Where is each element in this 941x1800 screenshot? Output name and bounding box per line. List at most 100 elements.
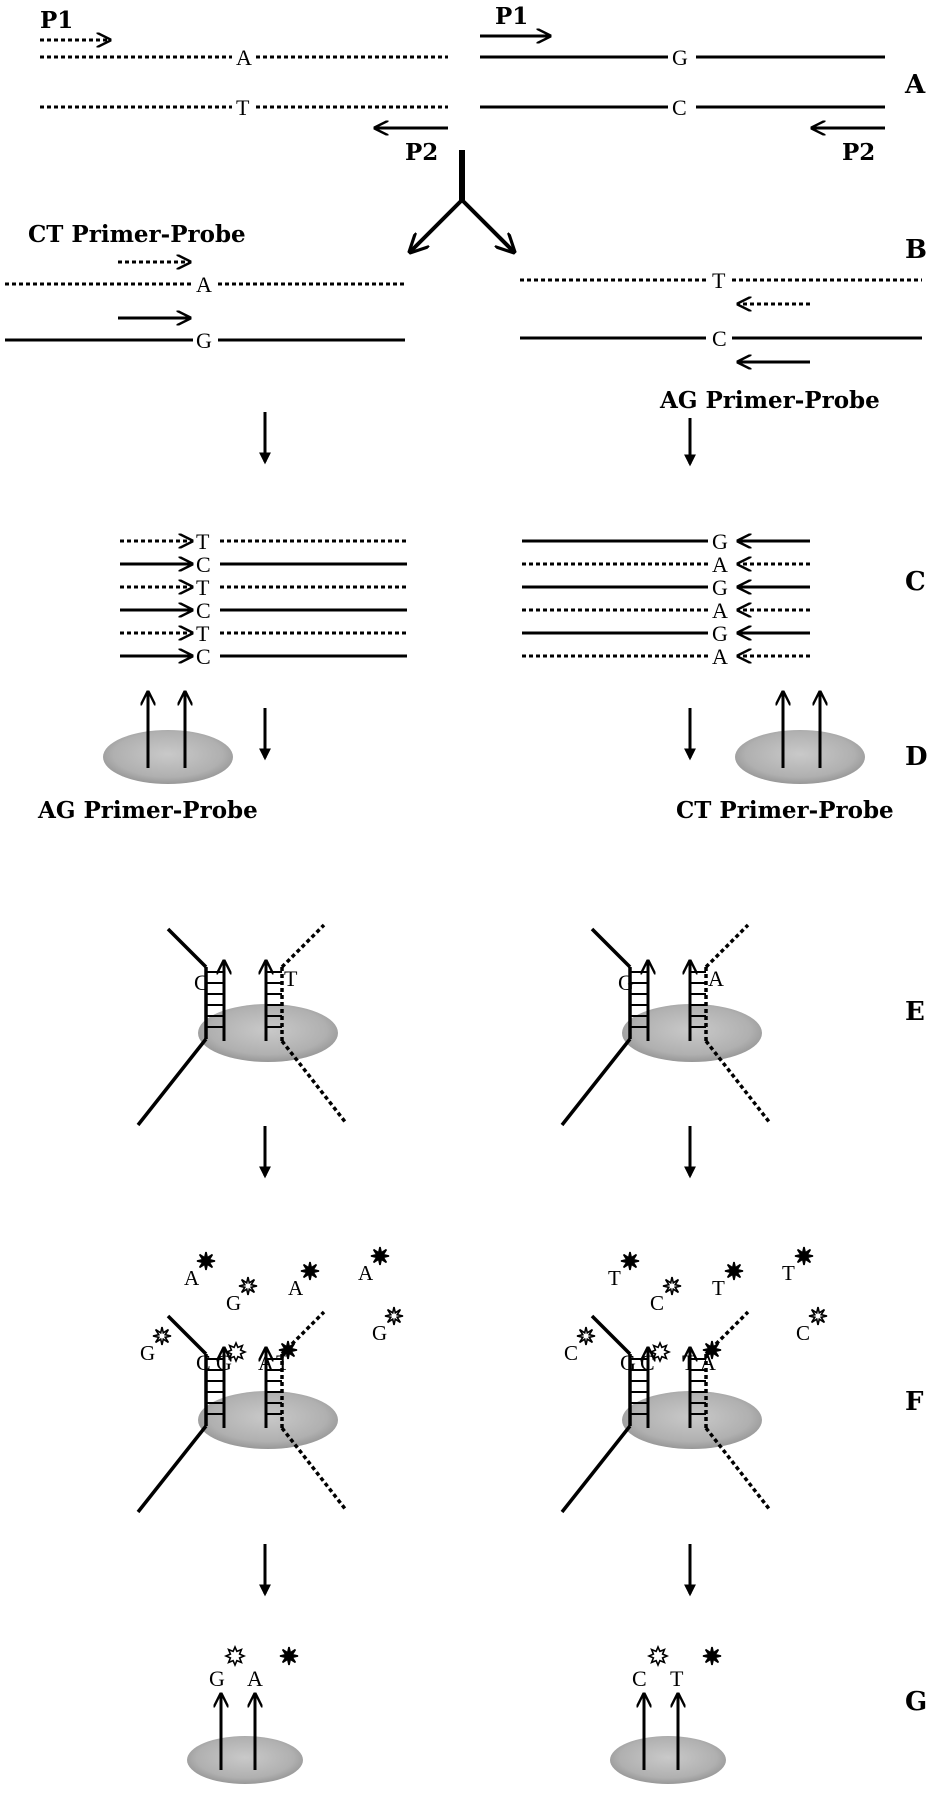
nucleotide: A xyxy=(236,45,252,70)
panel-label-a: A xyxy=(904,70,926,100)
nucleotide: A xyxy=(712,552,728,577)
incorporated-nucleotide: T xyxy=(670,1666,684,1691)
fluorescent-label-filled-icon xyxy=(620,1251,640,1271)
incorporated-nucleotide: C xyxy=(640,1350,655,1375)
nucleotide: T xyxy=(284,966,298,991)
panel-label-c: C xyxy=(905,567,926,597)
fluorescent-label-filled-icon xyxy=(278,1340,298,1360)
nucleotide: G xyxy=(712,621,728,646)
free-nucleotide: A xyxy=(358,1261,374,1285)
panel-label-d: D xyxy=(905,742,928,772)
fluorescent-label-filled-icon xyxy=(370,1246,390,1266)
nucleotide: A xyxy=(196,272,212,297)
fluorescent-label-open-icon xyxy=(238,1276,258,1296)
fluorescent-label-open-icon xyxy=(646,1644,670,1668)
template-strand xyxy=(166,927,208,969)
free-nucleotide: T xyxy=(782,1261,795,1285)
bead xyxy=(103,730,233,784)
p2-label: P2 xyxy=(842,139,875,166)
bead xyxy=(198,1391,338,1449)
incorporated-nucleotide: A xyxy=(247,1666,263,1691)
fluorescent-label-filled-icon xyxy=(196,1251,216,1271)
fluorescent-label-filled-icon xyxy=(794,1246,814,1266)
panel-label-b: B xyxy=(905,235,927,265)
template-strand xyxy=(136,1424,208,1514)
free-nucleotide: T xyxy=(712,1276,725,1300)
bead xyxy=(735,730,865,784)
incorporated-nucleotide: C xyxy=(632,1666,647,1691)
template-strand xyxy=(136,1037,208,1127)
template-strand xyxy=(166,1314,208,1356)
bead xyxy=(198,1004,338,1062)
template-strand xyxy=(280,1426,348,1512)
nucleotide: C xyxy=(196,598,211,623)
fluorescent-label-open-icon xyxy=(384,1306,404,1326)
panel-d: AG Primer-Probe CT Primer-Probe xyxy=(37,692,894,824)
free-nucleotide: G xyxy=(372,1321,387,1345)
fluorescent-label-filled-icon xyxy=(279,1646,299,1666)
nucleotide: A xyxy=(712,644,728,669)
free-nucleotide: C xyxy=(650,1291,664,1315)
nucleotide: C xyxy=(672,95,687,120)
template-strand xyxy=(590,1314,632,1356)
incorporated-nucleotide: T xyxy=(682,1350,696,1375)
panel-label-g: G xyxy=(905,1687,927,1717)
free-nucleotide: G xyxy=(226,1291,241,1315)
ag-primer-probe-label: AG Primer-Probe xyxy=(37,797,258,824)
split-arrow xyxy=(410,150,514,252)
nucleotide: G xyxy=(672,45,688,70)
incorporated-nucleotide: A xyxy=(258,1350,274,1375)
free-nucleotide: T xyxy=(608,1266,621,1290)
nucleotide: A xyxy=(712,598,728,623)
fluorescent-label-open-icon xyxy=(223,1644,247,1668)
template-strand xyxy=(704,923,750,969)
free-nucleotide: C xyxy=(564,1341,578,1365)
template-strand xyxy=(590,927,632,969)
p1-label: P1 xyxy=(495,3,528,30)
incorporated-nucleotide: C xyxy=(196,1350,211,1375)
ct-primer-probe-label: CT Primer-Probe xyxy=(676,797,894,824)
template-strand xyxy=(280,923,326,969)
fluorescent-label-filled-icon xyxy=(300,1261,320,1281)
incorporated-nucleotide: G xyxy=(620,1350,636,1375)
nucleotide: T xyxy=(196,575,210,600)
bead xyxy=(622,1391,762,1449)
fluorescent-label-filled-icon xyxy=(702,1646,722,1666)
nucleotide: C xyxy=(196,552,211,577)
fluorescent-label-filled-icon xyxy=(724,1261,744,1281)
template-strand xyxy=(704,1039,772,1125)
nucleotide: T xyxy=(196,529,210,554)
bead xyxy=(622,1004,762,1062)
incorporated-nucleotide: G xyxy=(216,1350,232,1375)
fluorescent-label-open-icon xyxy=(576,1326,596,1346)
free-nucleotide: A xyxy=(288,1276,304,1300)
bead xyxy=(187,1736,303,1784)
nucleotide: G xyxy=(712,529,728,554)
p2-label: P2 xyxy=(405,139,438,166)
free-nucleotide: A xyxy=(184,1266,200,1290)
nucleotide: C xyxy=(194,970,209,995)
free-nucleotide: C xyxy=(796,1321,810,1345)
p1-label: P1 xyxy=(40,7,73,34)
incorporated-nucleotide: T xyxy=(276,1350,290,1375)
bead xyxy=(610,1736,726,1784)
nucleotide: C xyxy=(196,644,211,669)
ct-primer-probe-label: CT Primer-Probe xyxy=(28,221,246,248)
fluorescent-label-open-icon xyxy=(152,1326,172,1346)
fluorescent-label-open-icon xyxy=(662,1276,682,1296)
nucleotide: C xyxy=(712,326,727,351)
fluorescent-label-open-icon xyxy=(648,1340,672,1364)
template-strand xyxy=(280,1039,348,1125)
panel-a: P1 A T P2 P1 G C P2 xyxy=(40,3,885,166)
ag-primer-probe-label: AG Primer-Probe xyxy=(659,387,880,414)
nucleotide: T xyxy=(236,95,250,120)
